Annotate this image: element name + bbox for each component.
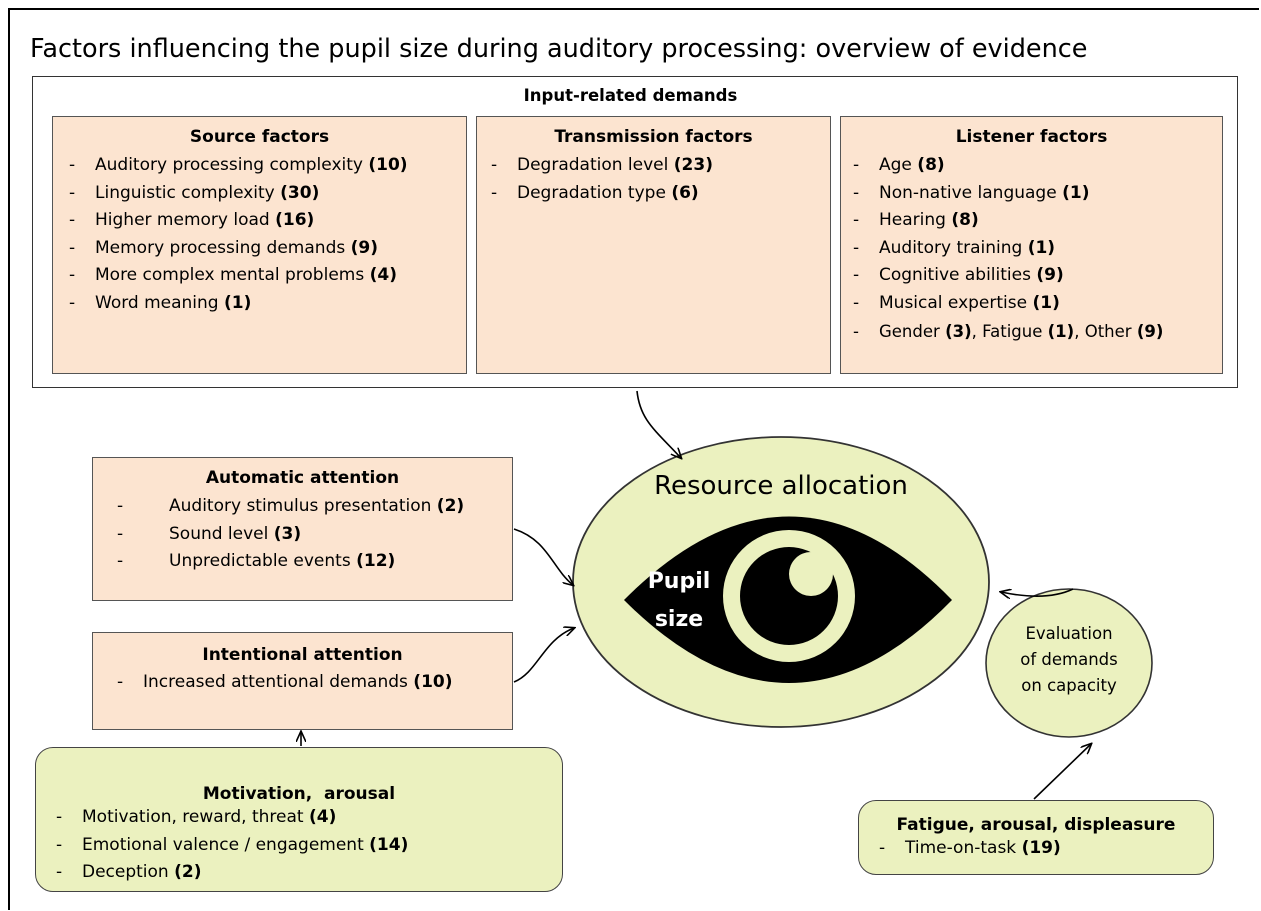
source-factors-box: Source factors -Auditory processing comp… (52, 116, 467, 374)
evaluation-ellipse (985, 588, 1153, 738)
arrow-evaluation-to-resource (1001, 588, 1074, 596)
motivation-arousal-list: -Motivation, reward, threat (4) -Emotion… (56, 804, 562, 887)
listener-factors-heading: Listener factors (955, 127, 1108, 147)
arrow-fatigue-to-evaluation (1033, 744, 1091, 800)
list-item: -Auditory stimulus presentation (2) (117, 496, 465, 516)
list-item: -Age (8) (853, 155, 945, 175)
list-item: -Auditory processing complexity (10) (69, 155, 408, 175)
evaluation-line2: of demands (1020, 650, 1118, 669)
pupil-size-label-line2: size (655, 607, 703, 632)
list-item: -Word meaning (1) (69, 292, 252, 313)
list-item: -Motivation, reward, threat (4) (56, 807, 337, 827)
list-item: -Non-native language (1) (853, 182, 1090, 203)
automatic-attention-list: -Auditory stimulus presentation (2) -Sou… (117, 493, 512, 576)
listener-factors-list: -Age (8) -Non-native language (1) -Heari… (853, 152, 1222, 345)
list-item: -Deception (2) (56, 862, 202, 883)
list-item: -Higher memory load (16) (69, 210, 315, 231)
intentional-attention-list: -Increased attentional demands (10) (117, 669, 512, 697)
intentional-attention-box: Intentional attention -Increased attenti… (92, 632, 513, 730)
list-item: -Increased attentional demands (10) (117, 672, 453, 692)
figure-frame (8, 8, 1259, 910)
figure-title: Factors influencing the pupil size durin… (30, 34, 1088, 64)
fatigue-heading: Fatigue, arousal, displeasure (896, 815, 1176, 835)
motivation-arousal-heading: Motivation, arousal (202, 784, 396, 804)
transmission-factors-heading: Transmission factors (554, 127, 753, 147)
list-item: -Gender (3), Fatigue (1), Other (9) (853, 321, 1164, 341)
list-item: -Degradation level (23) (491, 155, 713, 175)
evaluation-line3: on capacity (1021, 676, 1117, 695)
list-item: -Cognitive abilities (9) (853, 265, 1064, 286)
resource-allocation-label: Resource allocation (654, 471, 908, 501)
transmission-factors-list: -Degradation level (23) -Degradation typ… (491, 152, 830, 207)
listener-factors-box: Listener factors -Age (8) -Non-native la… (840, 116, 1223, 374)
source-factors-list: -Auditory processing complexity (10) -Li… (69, 152, 466, 318)
list-item: -Sound level (3) (117, 523, 302, 544)
list-item: -Linguistic complexity (30) (69, 182, 320, 203)
arrow-intentional-to-resource (513, 628, 574, 683)
list-item: -Unpredictable events (12) (117, 551, 396, 572)
motivation-arousal-box: Motivation, arousal -Motivation, reward,… (35, 747, 563, 892)
automatic-attention-box: Automatic attention -Auditory stimulus p… (92, 457, 513, 601)
list-item: -More complex mental problems (4) (69, 265, 397, 286)
list-item: -Time-on-task (19) (879, 838, 1061, 858)
source-factors-heading: Source factors (189, 127, 330, 147)
list-item: -Memory processing demands (9) (69, 237, 378, 258)
intentional-attention-heading: Intentional attention (202, 645, 403, 665)
pupil-size-label-line1: Pupil (648, 569, 711, 594)
evaluation-line1: Evaluation (1025, 624, 1113, 643)
automatic-attention-heading: Automatic attention (205, 468, 400, 488)
list-item: -Degradation type (6) (491, 182, 699, 203)
list-item: -Auditory training (1) (853, 237, 1056, 258)
fatigue-box: Fatigue, arousal, displeasure -Time-on-t… (858, 800, 1214, 875)
fatigue-list: -Time-on-task (19) (879, 835, 1213, 861)
list-item: -Hearing (8) (853, 210, 979, 231)
list-item: -Emotional valence / engagement (14) (56, 834, 409, 855)
arrow-input-to-resource (636, 390, 681, 458)
list-item: -Musical expertise (1) (853, 292, 1060, 313)
evaluation-label: Evaluation of demands on capacity (994, 621, 1144, 699)
eye-icon (624, 516, 952, 683)
arrow-automatic-to-resource (513, 528, 573, 585)
input-demands-heading: Input-related demands (523, 86, 738, 105)
transmission-factors-box: Transmission factors -Degradation level … (476, 116, 831, 374)
